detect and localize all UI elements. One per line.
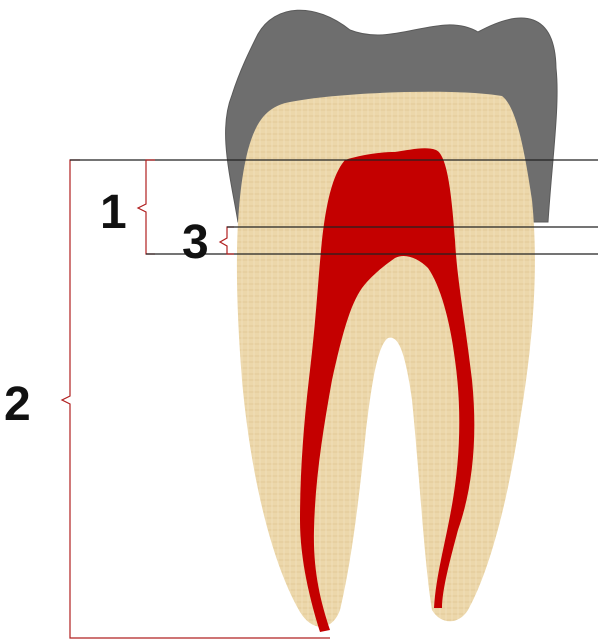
label-2: 2 xyxy=(4,378,31,431)
bracket-2 xyxy=(62,160,80,638)
bracket-3 xyxy=(220,227,234,254)
label-1: 1 xyxy=(100,186,127,239)
bracket-1 xyxy=(138,160,155,254)
label-3: 3 xyxy=(182,216,209,269)
